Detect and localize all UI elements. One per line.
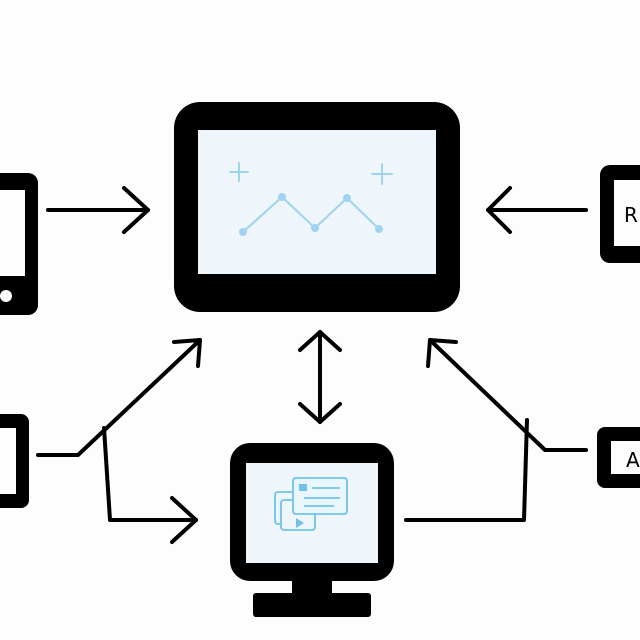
arrow-right-device-to-tablet xyxy=(486,186,588,234)
right-top-device-label: R xyxy=(624,203,638,227)
left-smartphone xyxy=(0,173,38,315)
line-monitor-to-right xyxy=(404,418,529,522)
documents-icon xyxy=(274,477,348,531)
right-bottom-device-label: A xyxy=(626,448,640,472)
left-tablet xyxy=(0,414,29,508)
arrow-bidirectional-tablet-monitor xyxy=(298,330,342,424)
line-chart-icon xyxy=(229,162,393,236)
arrow-right-device-to-central xyxy=(426,338,588,452)
desktop-monitor xyxy=(230,443,394,617)
arrow-left-tablet-to-central xyxy=(36,338,202,457)
right-top-device: R xyxy=(600,165,640,263)
right-bottom-device: A xyxy=(597,427,640,488)
arrow-phone-to-tablet xyxy=(46,186,150,234)
arrow-left-tablet-to-monitor xyxy=(102,426,198,544)
central-tablet xyxy=(174,102,460,312)
